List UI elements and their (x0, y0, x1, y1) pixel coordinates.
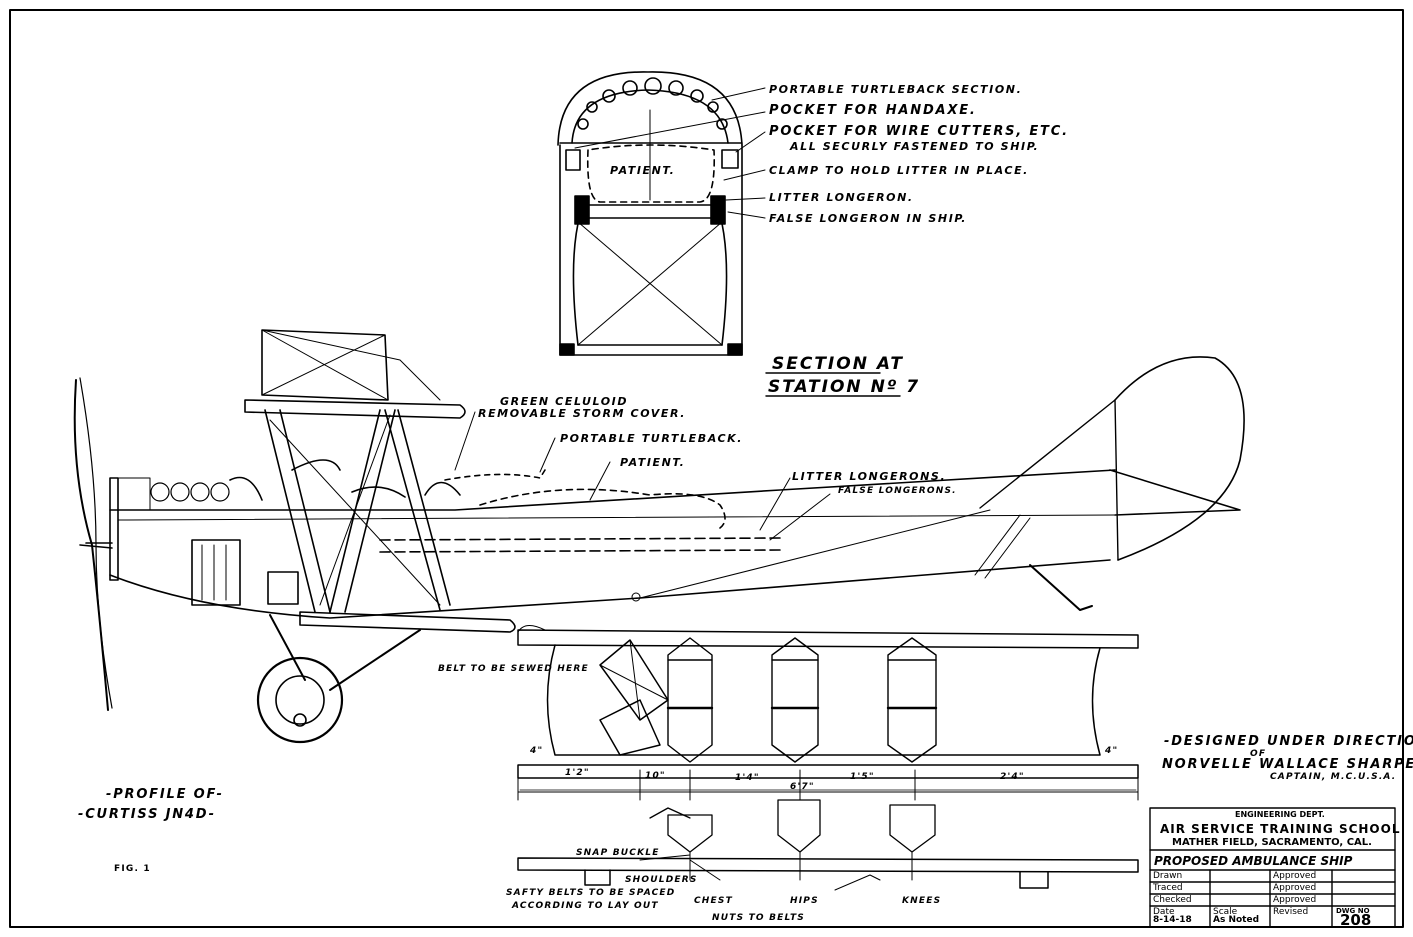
callout-litter-longerons: LITTER LONGERONS. (792, 470, 947, 483)
tb-date: 8-14-18 (1153, 915, 1192, 925)
title-block-lines (1149, 807, 1396, 928)
callout-clamp: CLAMP TO HOLD LITTER IN PLACE. (769, 164, 1029, 177)
safety-belts-note-2: ACCORDING TO LAY OUT (512, 901, 659, 911)
dim-1: 1'2" (565, 768, 590, 778)
section-patient-label: PATIENT. (610, 164, 676, 177)
callout-handaxe-pocket: POCKET FOR HANDAXE. (769, 103, 977, 118)
tb-approved-1: Approved (1273, 871, 1317, 881)
callout-patient: PATIENT. (620, 456, 686, 469)
section-title: SECTION AT (772, 354, 904, 374)
shoulders-label: SHOULDERS (625, 875, 698, 885)
dim-2: 10" (645, 771, 666, 781)
tb-date-label: Date (1153, 907, 1175, 917)
tb-checked: Checked (1153, 895, 1192, 905)
callout-portable-turtleback: PORTABLE TURTLEBACK. (560, 432, 744, 445)
sheet-border (9, 9, 1404, 928)
dim-end-left: 4" (530, 746, 544, 756)
callout-litter-longeron: LITTER LONGERON. (769, 191, 914, 204)
section-view (557, 71, 901, 397)
tb-scale-label: Scale (1213, 907, 1238, 917)
tb-drawn: Drawn (1153, 871, 1183, 881)
chest-label: CHEST (694, 896, 733, 906)
callout-storm-cover: REMOVABLE STORM COVER. (478, 407, 687, 420)
tb-scale: As Noted (1213, 915, 1260, 925)
credit-of: OF (1250, 749, 1267, 759)
tb-traced: Traced (1153, 883, 1183, 893)
callout-securely-fastened: ALL SECURLY FASTENED TO SHIP. (790, 140, 1040, 153)
dim-end-right: 4" (1105, 746, 1119, 756)
section-title-station: STATION Nº 7 (768, 377, 921, 397)
landing-wheel (256, 656, 344, 744)
profile-caption: -PROFILE OF- (106, 787, 224, 802)
profile-caption-model: -CURTISS JN4D- (78, 807, 216, 822)
tb-dwg-label: DWG NO (1336, 907, 1370, 915)
snap-buckle-label: SNAP BUCKLE (576, 848, 660, 858)
tb-school: AIR SERVICE TRAINING SCHOOL (1160, 822, 1401, 836)
belt-note: BELT TO BE SEWED HERE (438, 664, 589, 674)
tb-title: PROPOSED AMBULANCE SHIP (1154, 854, 1353, 868)
tb-dwg-no: 208 (1340, 911, 1372, 929)
dim-5: 2'4" (1000, 772, 1025, 782)
safety-belts-note: SAFTY BELTS TO BE SPACED (506, 888, 676, 898)
callout-false-longerons: FALSE LONGERONS. (838, 486, 957, 496)
knees-label: KNEES (902, 896, 942, 906)
dim-4: 1'5" (850, 772, 875, 782)
callout-wirecutter-pocket: POCKET FOR WIRE CUTTERS, ETC. (769, 124, 1069, 139)
callout-turtleback-section: PORTABLE TURTLEBACK SECTION. (769, 83, 1023, 96)
nuts-note: NUTS TO BELTS (712, 913, 805, 923)
callout-false-longeron: FALSE LONGERON IN SHIP. (769, 212, 968, 225)
tb-approved-2: Approved (1273, 883, 1317, 893)
callout-green-celuloid: GREEN CELULOID (500, 395, 629, 408)
airplane-profile (73, 329, 1245, 744)
tb-revised: Revised (1273, 907, 1309, 917)
dim-overall: 6'7" (790, 782, 815, 792)
fig-label: FIG. 1 (114, 864, 151, 874)
credit-rank: CAPTAIN, M.C.U.S.A. (1270, 772, 1397, 782)
hips-label: HIPS (790, 896, 819, 906)
dim-3: 1'4" (735, 773, 760, 783)
tb-location: MATHER FIELD, SACRAMENTO, CAL. (1172, 837, 1372, 848)
tb-approved-3: Approved (1273, 895, 1317, 905)
credit-name: NORVELLE WALLACE SHARPE. (1162, 757, 1413, 772)
litter-plan (517, 625, 1139, 891)
credit-designed: -DESIGNED UNDER DIRECTION- (1164, 734, 1413, 749)
tb-dept: ENGINEERING DEPT. (1235, 810, 1325, 819)
